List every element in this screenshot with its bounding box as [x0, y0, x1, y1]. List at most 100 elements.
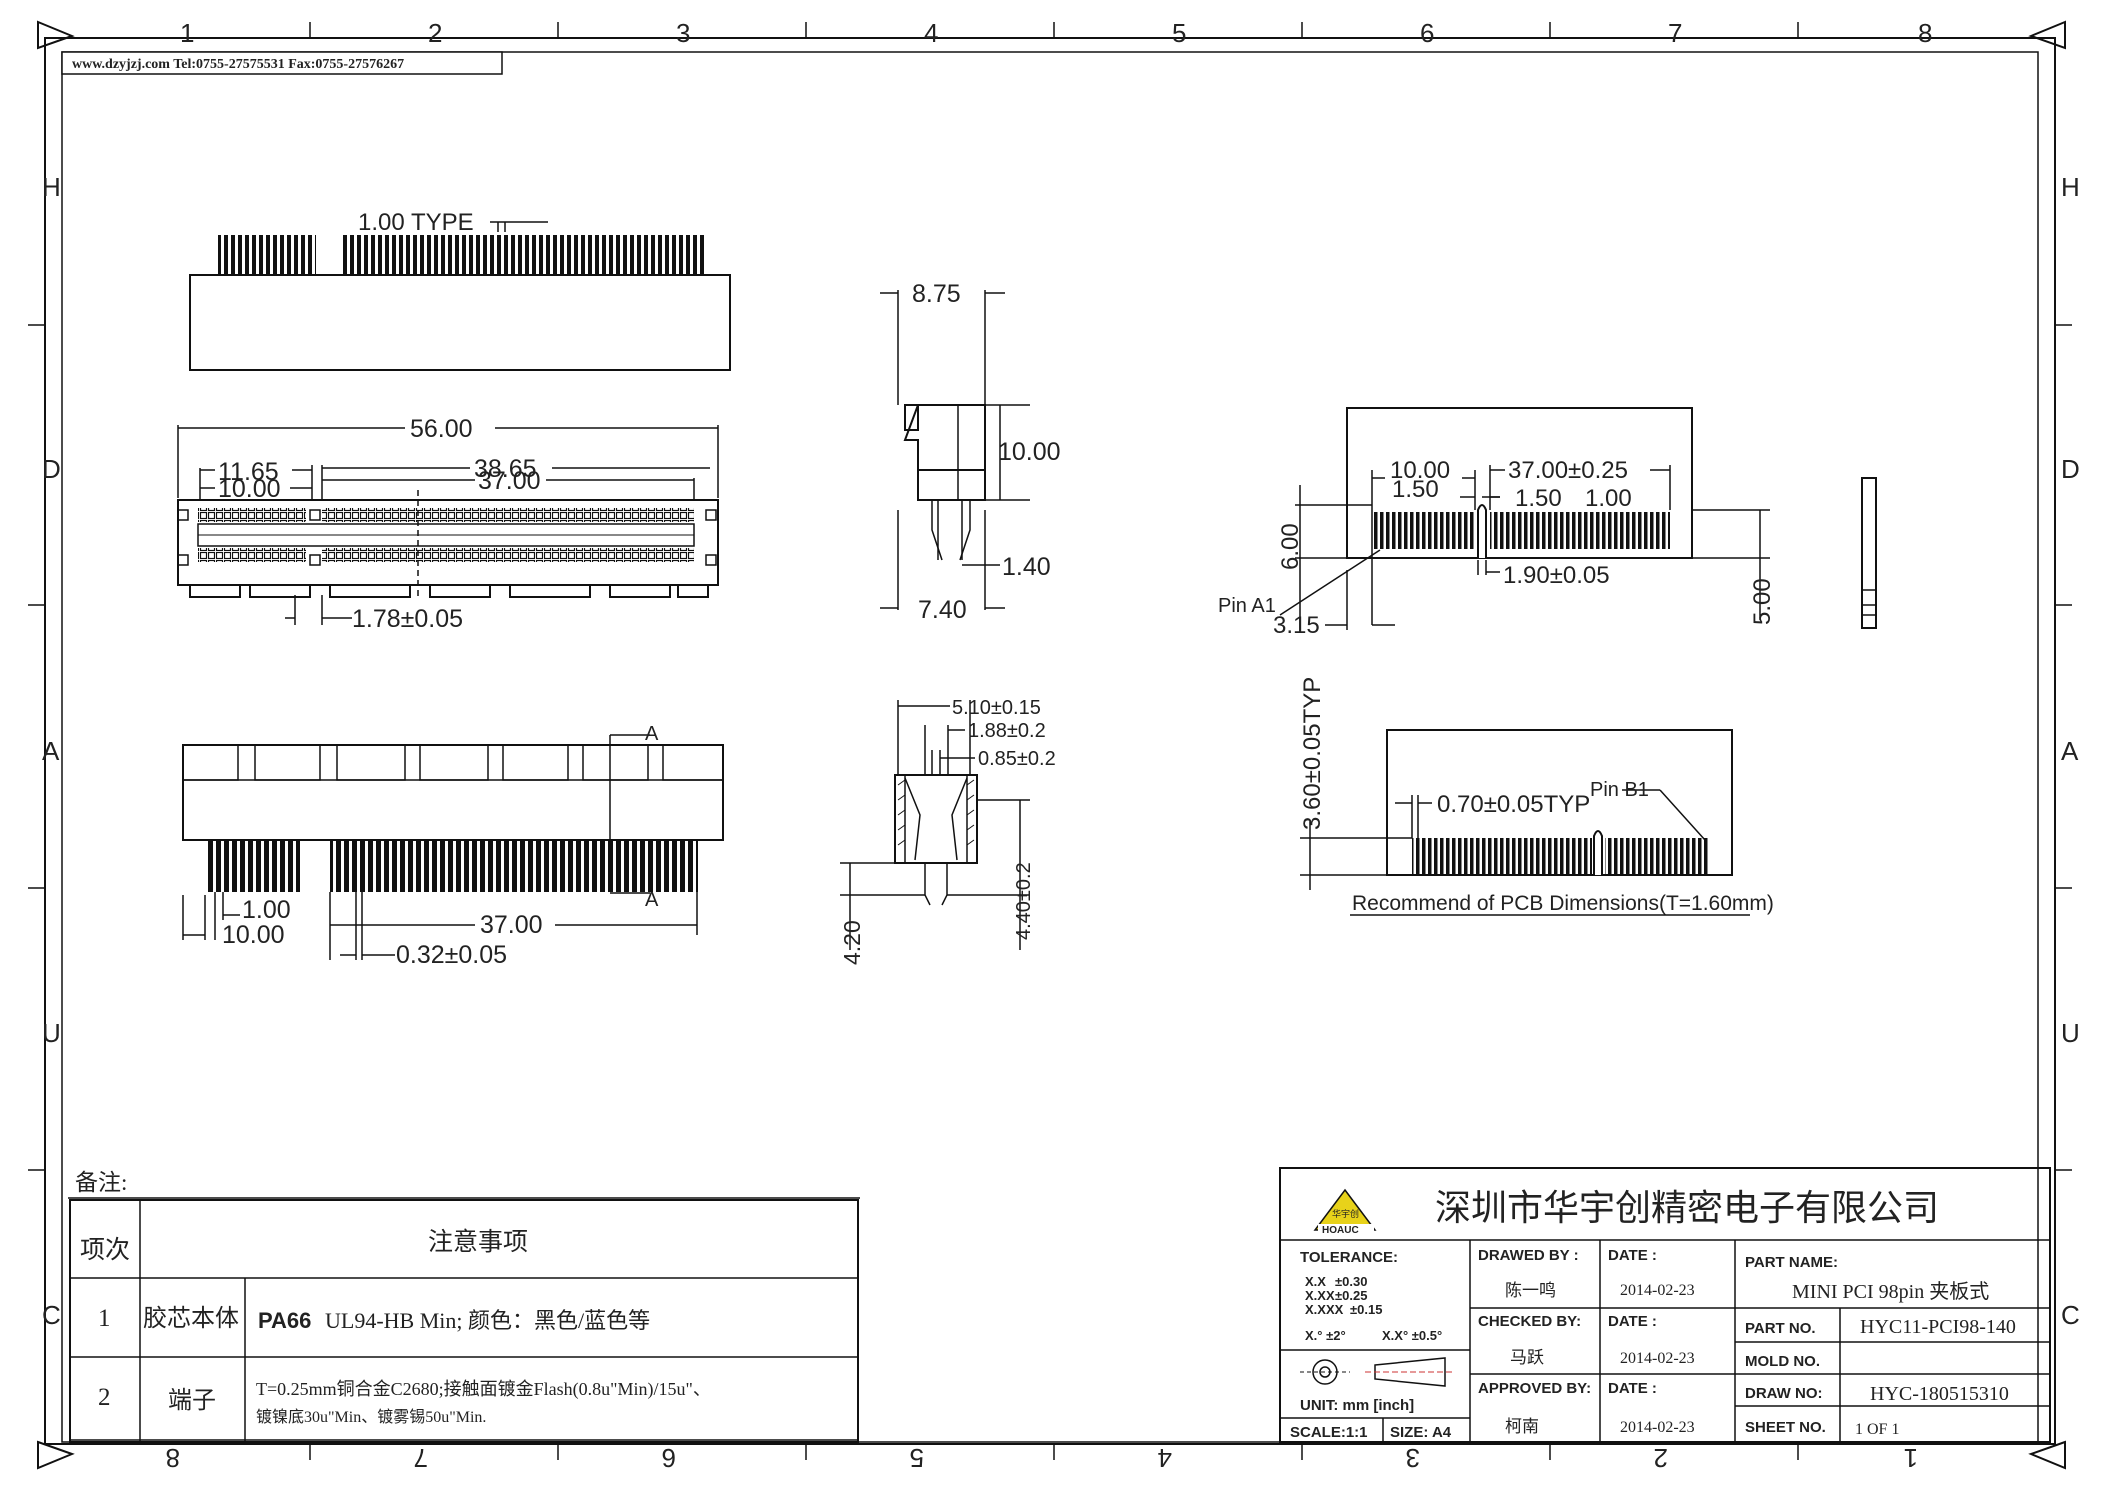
dim-11-65: 11.65: [218, 458, 279, 486]
pcb-view-dims: [1279, 465, 1770, 630]
title-block-labels: TOLERANCE: X.X ±0.30 X.XX ±0.25 X.XXX ±0…: [1290, 1247, 1838, 1441]
dim-0-85: 0.85±0.2: [978, 748, 1056, 770]
zone-top-8: 8: [1918, 18, 1932, 48]
website-banner-text: www.dzyjzj.com Tel:0755-27575531 Fax:075…: [72, 57, 404, 72]
tol-2-val: ±0.25: [1335, 1288, 1367, 1303]
zone-left-C: C: [42, 1300, 61, 1330]
dim-10-00: 10.00: [218, 475, 281, 503]
zone-bottom-8: 8: [166, 1443, 180, 1473]
unit-label: UNIT: mm [inch]: [1300, 1397, 1414, 1414]
sheet-no-label: SHEET NO.: [1745, 1419, 1826, 1436]
checked-by-label: CHECKED BY:: [1478, 1313, 1581, 1330]
tolerance-label: TOLERANCE:: [1300, 1249, 1398, 1266]
plan-view-dims: [177, 425, 719, 625]
checked-by-value: 马跃: [1510, 1348, 1544, 1367]
tol-3-key: X.XXX: [1305, 1302, 1344, 1317]
zone-top-7: 7: [1668, 18, 1682, 48]
zone-left-D: D: [42, 454, 61, 484]
zone-labels: 1 2 3 4 5 6 7 8 8 7 6 5 4 3 2 1 H D A U …: [42, 18, 2080, 1473]
note-row-1-part: 胶芯本体: [143, 1305, 239, 1332]
zone-bottom-2: 2: [1654, 1443, 1668, 1473]
pcb-footprint-labels: 0.70±0.05TYP 3.60±0.05TYP Pin B1 Recomme…: [1299, 677, 1774, 915]
dim-1-88: 1.88±0.2: [968, 720, 1046, 742]
dim-10-00-height: 10.00: [998, 438, 1061, 466]
part-no-label: PART NO.: [1745, 1320, 1816, 1337]
date-label-2: DATE :: [1608, 1313, 1657, 1330]
zone-right-A: A: [2061, 736, 2079, 766]
drawn-by-label: DRAWED BY :: [1478, 1247, 1579, 1264]
pad-width-label: 0.70±0.05TYP: [1437, 791, 1590, 818]
approved-by-label: APPROVED BY:: [1478, 1380, 1591, 1397]
zone-bottom-5: 5: [910, 1443, 924, 1473]
pcb-view: [1346, 407, 1877, 629]
part-name-label: PART NAME:: [1745, 1254, 1838, 1271]
section-mark-top: A: [645, 723, 659, 745]
zone-top-6: 6: [1420, 18, 1434, 48]
pcb-dim-5-00: 5.00: [1749, 578, 1776, 625]
notes-labels: 备注: 项次 注意事项 1 胶芯本体 PA66 UL94-HB Min; 颜色：…: [75, 1170, 711, 1426]
zone-bottom-3: 3: [1406, 1443, 1420, 1473]
section-view-labels: 5.10±0.15 1.88±0.2 0.85±0.2 4.20 4.40±0.…: [839, 697, 1056, 965]
pcb-dim-1-00: 1.00: [1585, 485, 1632, 512]
section-view: [894, 774, 978, 906]
title-block: [1279, 1167, 2051, 1443]
zone-bottom-1: 1: [1904, 1443, 1918, 1473]
plan-view-labels: 56.00 11.65 10.00 38.65 37.00 1.78±0.05: [218, 415, 541, 633]
logo-text: HOAUC: [1322, 1225, 1359, 1236]
side-view: [903, 404, 986, 561]
date-1-value: 2014-02-23: [1620, 1282, 1695, 1299]
dim-pitch-label: 1.00 TYPE: [358, 209, 474, 236]
top-view: [189, 221, 731, 371]
dim-8-75: 8.75: [912, 280, 961, 308]
date-label-3: DATE :: [1608, 1380, 1657, 1397]
zone-right-H: H: [2061, 172, 2080, 202]
drawn-by-value: 陈一鸣: [1505, 1281, 1556, 1300]
pcb-dim-1-90: 1.90±0.05: [1503, 562, 1610, 589]
pcb-dim-3-15: 3.15: [1273, 612, 1320, 639]
tol-1-val: ±0.30: [1335, 1274, 1367, 1289]
zone-top-1: 1: [180, 18, 194, 48]
zone-right-D: D: [2061, 454, 2080, 484]
pcb-footprint: [1386, 729, 1733, 876]
zone-top-4: 4: [924, 18, 938, 48]
side-view-labels: 8.75 10.00 1.40 7.40: [912, 280, 1061, 624]
pcb-dim-6-00: 6.00: [1277, 523, 1304, 570]
dim-4-20: 4.20: [839, 920, 865, 965]
dim-7-40: 7.40: [918, 596, 967, 624]
zone-bottom-6: 6: [662, 1443, 676, 1473]
zone-top-3: 3: [676, 18, 690, 48]
note-row-1-no: 1: [98, 1305, 111, 1332]
angle-tol-2: X.X° ±0.5°: [1382, 1328, 1442, 1343]
sheet-no-value: 1 OF 1: [1855, 1421, 1899, 1438]
front-view: [182, 735, 724, 892]
note-row-1-lead: PA66: [258, 1308, 311, 1333]
tol-2-key: X.XX: [1305, 1288, 1335, 1303]
front-view-labels: A A 1.00 10.00 37.00 0.32±0.05: [222, 723, 659, 969]
dim-overall-length: 56.00: [410, 415, 473, 443]
company-logo: 华宇创 HOAUC: [1313, 1188, 1377, 1236]
dim-1-78: 1.78±0.05: [352, 605, 463, 633]
tol-1-key: X.X: [1305, 1274, 1326, 1289]
date-2-value: 2014-02-23: [1620, 1350, 1695, 1367]
side-view-dims: [880, 290, 1030, 610]
title-block-values: 陈一鸣 马跃 柯南 2014-02-23 2014-02-23 2014-02-…: [1505, 1280, 2016, 1438]
drawing-frame: [28, 20, 2072, 1470]
dim-37-00-front: 37.00: [480, 911, 543, 939]
part-name-value: MINI PCI 98pin 夹板式: [1792, 1280, 1989, 1303]
zone-right-C: C: [2061, 1300, 2080, 1330]
pcb-dim-37-00: 37.00±0.25: [1508, 457, 1628, 484]
date-3-value: 2014-02-23: [1620, 1419, 1695, 1436]
size-label: SIZE: A4: [1390, 1424, 1452, 1441]
zone-left-U: U: [42, 1018, 61, 1048]
part-no-value: HYC11-PCI98-140: [1860, 1316, 2016, 1338]
notes-title: 备注:: [75, 1170, 127, 1195]
approved-by-value: 柯南: [1505, 1417, 1539, 1436]
pcb-dim-1-50-a: 1.50: [1392, 476, 1439, 503]
front-view-dims: [182, 734, 698, 960]
note-row-2-no: 2: [98, 1384, 111, 1411]
note-row-2-part: 端子: [168, 1387, 216, 1414]
dim-4-40: 4.40±0.2: [1013, 862, 1035, 940]
zone-left-A: A: [42, 736, 60, 766]
pcb-footprint-dims: [1300, 789, 1750, 916]
